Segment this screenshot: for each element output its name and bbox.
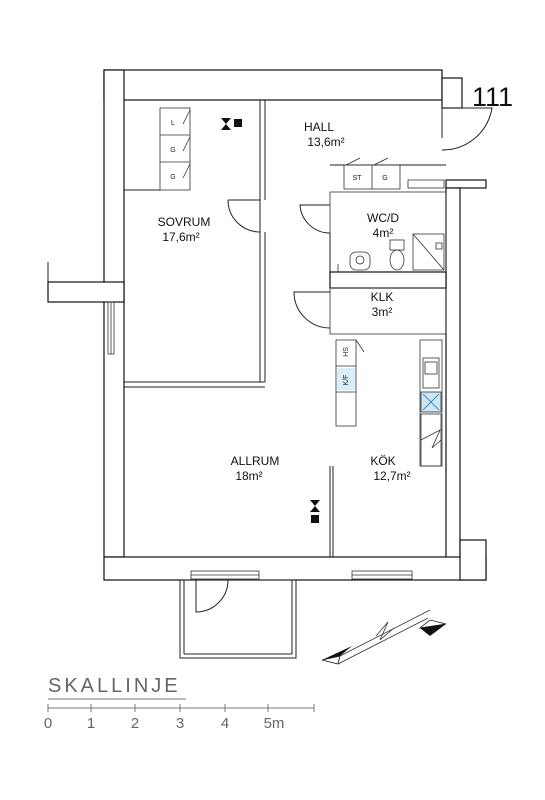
stove-icon <box>420 413 442 467</box>
room-area-klk: 3m² <box>372 305 393 319</box>
kitchen-fixtures: HS K/F <box>335 339 443 467</box>
hall-closets: ST G <box>343 157 445 190</box>
unit-number: 111 <box>472 82 513 112</box>
room-name-sovrum: SOVRUM <box>158 215 211 229</box>
room-name-allrum: ALLRUM <box>231 454 280 468</box>
scale-tick-3: 3 <box>176 715 184 732</box>
door-swings <box>195 107 493 613</box>
windows <box>107 301 413 580</box>
scale-tick-0: 0 <box>44 715 52 732</box>
scale-tick-4: 4 <box>221 715 229 732</box>
sink-icon <box>349 251 371 271</box>
shower-icon <box>412 233 445 271</box>
toilet-tank-icon <box>389 239 405 251</box>
room-area-sovrum: 17,6m² <box>162 230 199 244</box>
scale-tick-5m: 5m <box>264 715 285 732</box>
room-area-hall: 13,6m² <box>307 135 344 149</box>
sovrum-closets: L G G <box>159 107 191 191</box>
hall-closet-label-g: G <box>382 175 387 182</box>
scale-tick-2: 2 <box>131 715 139 732</box>
interior-walls <box>124 100 447 557</box>
scale-bar: SKALLINJE 0 1 2 3 4 5m <box>44 675 315 732</box>
room-area-wcd: 4m² <box>373 226 394 240</box>
room-area-allrum: 18m² <box>235 469 262 483</box>
north-arrow-icon <box>321 609 447 665</box>
electrical-symbols <box>221 118 320 523</box>
sovrum-closet-label-2: G <box>170 147 175 154</box>
room-name-hall: HALL <box>304 120 334 134</box>
room-labels: HALL 13,6m² SOVRUM 17,6m² WC/D 4m² KLK 3… <box>158 120 411 483</box>
toilet-bowl-icon <box>389 249 405 271</box>
scale-tick-1: 1 <box>87 715 95 732</box>
bathroom-fixtures <box>337 233 445 272</box>
sovrum-closet-label-3: G <box>170 174 175 181</box>
balcony-outline <box>179 579 297 659</box>
hall-closet-label-st: ST <box>353 175 363 182</box>
room-area-kok: 12,7m² <box>373 469 410 483</box>
sovrum-closet-label-1: L <box>171 120 175 127</box>
room-name-kok: KÖK <box>370 454 395 468</box>
kitchen-cabinet-label-hs: HS <box>343 347 350 357</box>
kitchen-cabinet-label-kf: K/F <box>343 375 350 386</box>
sink-icon <box>422 357 440 389</box>
scale-title: SKALLINJE <box>48 675 181 697</box>
room-name-klk: KLK <box>371 290 394 304</box>
room-name-wcd: WC/D <box>367 211 399 225</box>
